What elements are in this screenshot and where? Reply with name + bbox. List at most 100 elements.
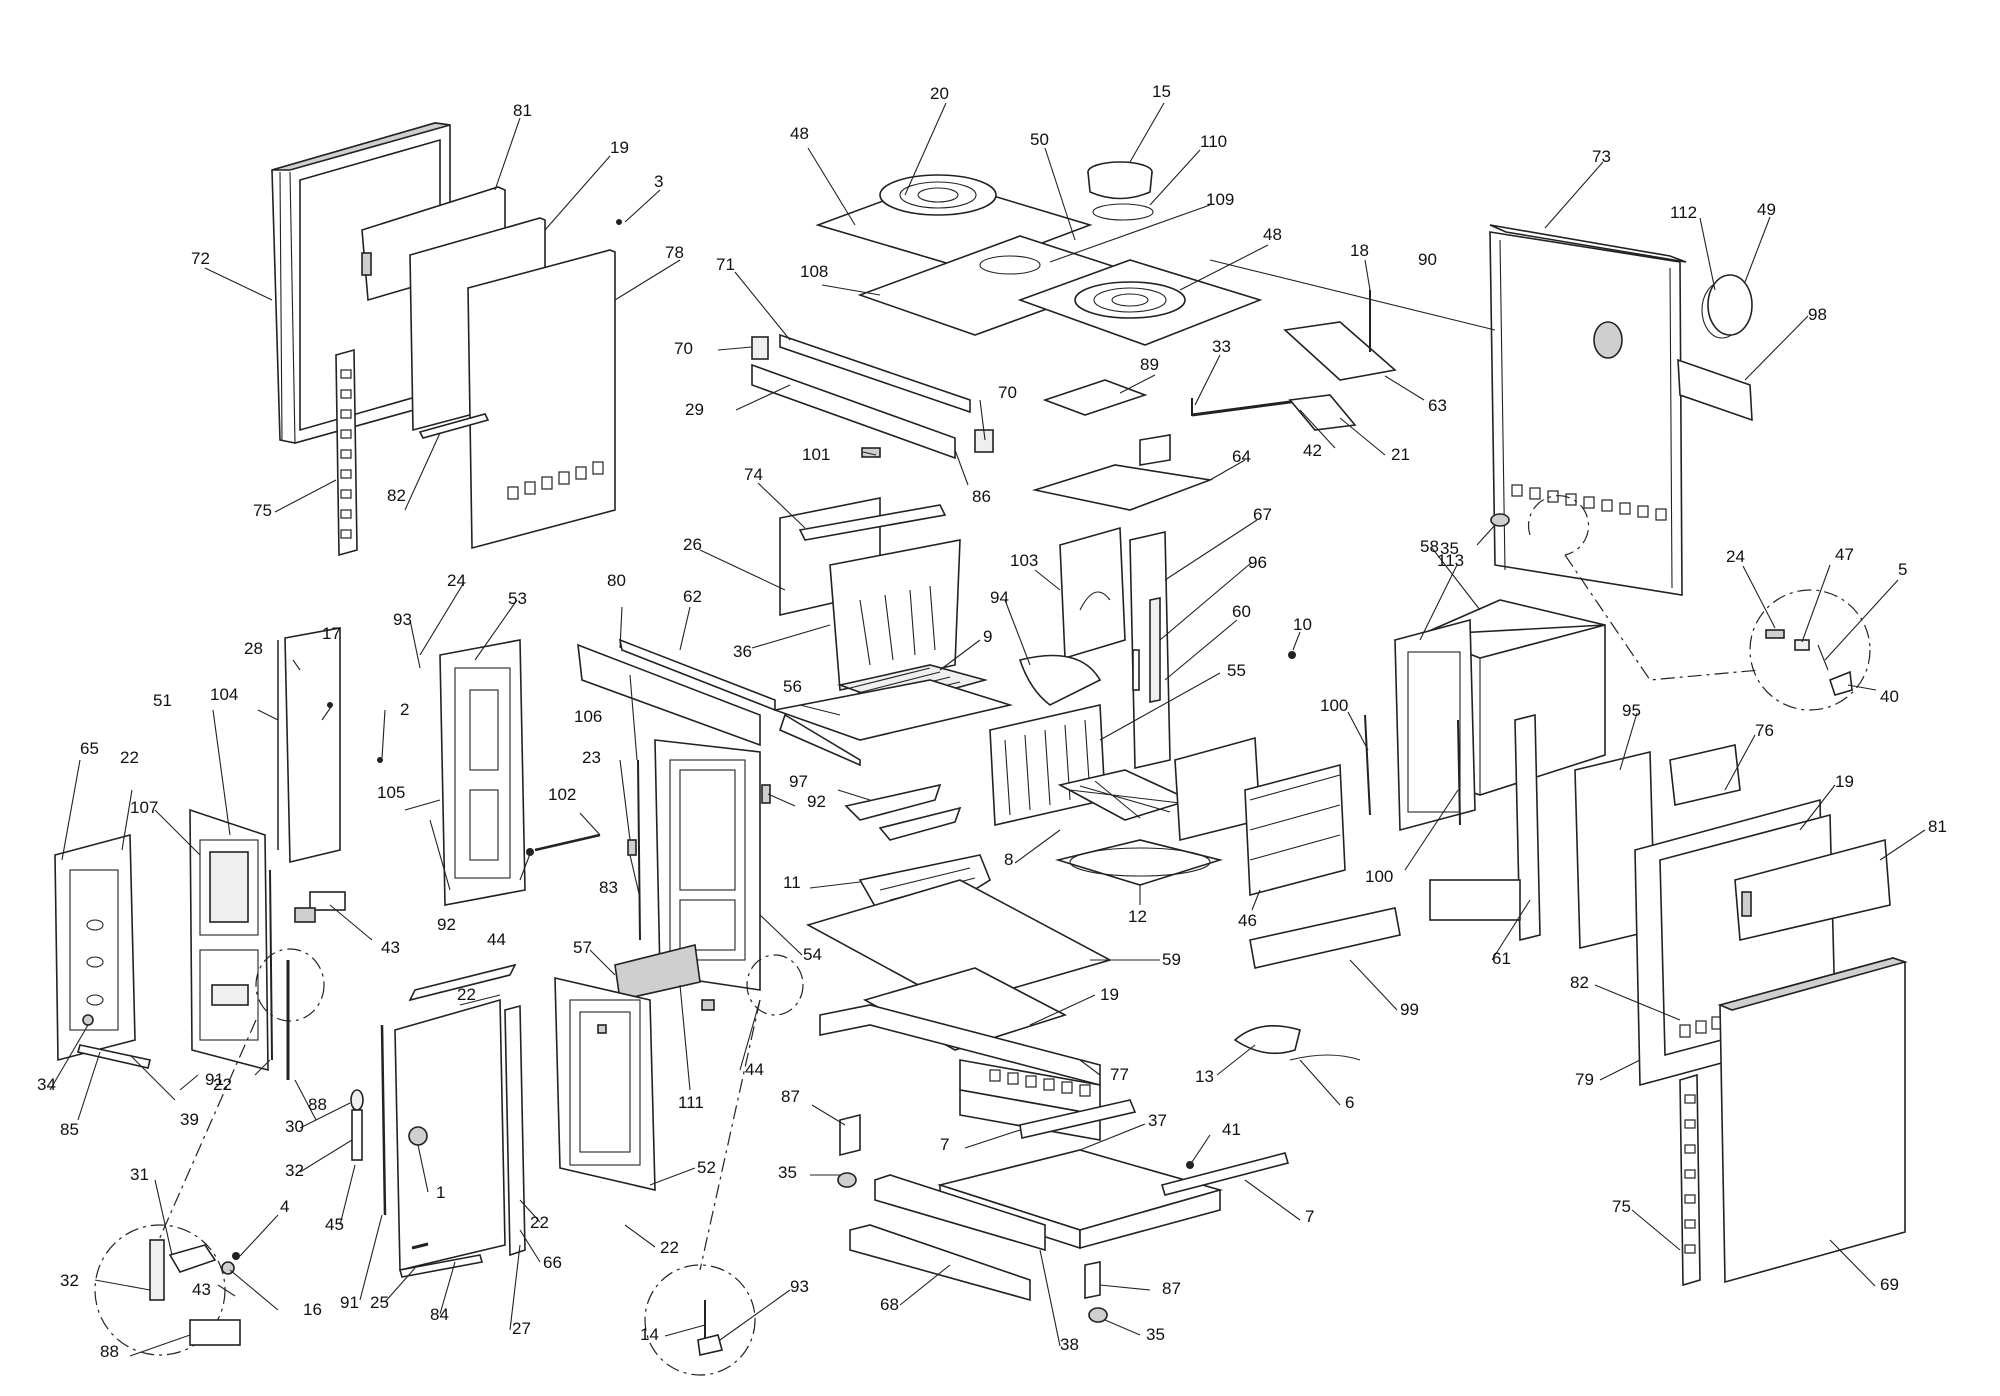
part-109-ring	[979, 255, 1041, 275]
callout-32: 32	[60, 1271, 79, 1290]
part-82-rail	[418, 413, 490, 439]
callout-81: 81	[1928, 817, 1947, 836]
callout-22: 22	[530, 1213, 549, 1232]
callout-112: 112	[1670, 203, 1697, 222]
callout-89: 89	[1140, 355, 1159, 374]
callout-17: 17	[322, 624, 341, 643]
back-panel-group	[1489, 224, 1871, 711]
callout-44: 44	[487, 930, 506, 949]
part-43b	[294, 907, 316, 923]
callout-91: 91	[205, 1070, 224, 1089]
part-3-screw	[616, 219, 622, 225]
callout-75: 75	[1612, 1197, 1631, 1216]
part-99-plinth	[1249, 907, 1401, 969]
callout-76: 76	[1755, 721, 1774, 740]
part-100-strip-a	[1364, 714, 1371, 816]
callout-19: 19	[610, 138, 629, 157]
part-31-hinge	[168, 1244, 217, 1273]
part-24-bolt	[1765, 629, 1785, 639]
callout-91: 91	[340, 1293, 359, 1312]
callout-24: 24	[1726, 547, 1745, 566]
detail-circle-right	[1749, 589, 1871, 711]
part-69-panel	[1719, 957, 1906, 1284]
callout-93: 93	[393, 610, 412, 629]
callout-2: 2	[400, 700, 409, 719]
callout-7: 7	[1305, 1207, 1314, 1226]
part-81-panel	[361, 186, 506, 302]
callout-27: 27	[512, 1319, 531, 1338]
part-113-frame	[1394, 618, 1476, 832]
part-84-bar	[398, 1254, 484, 1278]
callout-45: 45	[325, 1215, 344, 1234]
top-plate-group	[751, 161, 1397, 511]
part-61-strip	[1514, 713, 1541, 942]
part-101-clip	[861, 447, 881, 458]
callout-107: 107	[130, 798, 158, 817]
part-110-ring	[1092, 203, 1154, 221]
callout-61: 61	[1492, 949, 1511, 968]
callout-63: 63	[1428, 396, 1447, 415]
part-46-rack	[1244, 763, 1346, 897]
part-89-bracket	[1042, 379, 1148, 416]
part-91-rod-a	[269, 869, 273, 1061]
part-44-bolt	[526, 848, 534, 856]
callout-69: 69	[1880, 1275, 1899, 1294]
callout-100: 100	[1365, 867, 1393, 886]
detail-circle-bottom	[644, 1264, 756, 1376]
callout-84: 84	[430, 1305, 449, 1324]
callout-94: 94	[990, 588, 1009, 607]
callout-78: 78	[665, 243, 684, 262]
part-35-foot	[1490, 513, 1510, 527]
callout-47: 47	[1835, 545, 1854, 564]
callout-54: 54	[803, 945, 822, 964]
callout-15: 15	[1152, 82, 1171, 101]
callout-6: 6	[1345, 1093, 1354, 1112]
callout-55: 55	[1227, 661, 1246, 680]
callout-101: 101	[802, 445, 830, 464]
callout-1: 1	[436, 1183, 445, 1202]
part-49-cover	[1707, 274, 1753, 336]
part-2-screw	[377, 757, 383, 763]
callout-92: 92	[807, 792, 826, 811]
part-98-rail	[1677, 358, 1753, 422]
callout-38: 38	[1060, 1335, 1079, 1354]
callout-108: 108	[800, 262, 828, 281]
callout-50: 50	[1030, 130, 1049, 149]
callout-56: 56	[783, 677, 802, 696]
callout-74: 74	[744, 465, 763, 484]
callout-22: 22	[120, 748, 139, 767]
callout-60: 60	[1232, 602, 1251, 621]
callout-12: 12	[1128, 907, 1147, 926]
callout-36: 36	[733, 642, 752, 661]
part-80-bar	[577, 643, 761, 747]
part-85-bar	[76, 1044, 151, 1069]
callout-66: 66	[543, 1253, 562, 1272]
callout-11: 11	[783, 873, 801, 892]
callout-52: 52	[697, 1158, 716, 1177]
part-90-panel	[1489, 231, 1683, 596]
part-102-spring	[534, 833, 601, 852]
callout-5: 5	[1898, 560, 1907, 579]
callout-70: 70	[998, 383, 1017, 402]
part-94-baffle	[1018, 654, 1102, 706]
part-34-knob	[82, 1014, 94, 1026]
part-63-bracket	[1283, 321, 1397, 381]
callout-8: 8	[1004, 850, 1013, 869]
part-43-plate-b	[189, 1319, 241, 1346]
callout-104: 104	[210, 685, 238, 704]
callout-105: 105	[377, 783, 405, 802]
part-100-strip-b	[1457, 719, 1461, 826]
part-17-screw	[327, 702, 333, 708]
callout-71: 71	[716, 255, 735, 274]
callout-88: 88	[100, 1342, 119, 1361]
callout-79: 79	[1575, 1070, 1594, 1089]
callout-95: 95	[1622, 701, 1641, 720]
part-25-clip	[411, 1242, 429, 1250]
callout-14: 14	[640, 1325, 659, 1344]
callout-22: 22	[213, 1075, 232, 1094]
callout-4: 4	[280, 1197, 289, 1216]
callout-34: 34	[37, 1075, 56, 1094]
part-87-bracket-a	[839, 1113, 861, 1157]
callout-73: 73	[1592, 147, 1611, 166]
oven-group	[1233, 599, 1606, 1061]
